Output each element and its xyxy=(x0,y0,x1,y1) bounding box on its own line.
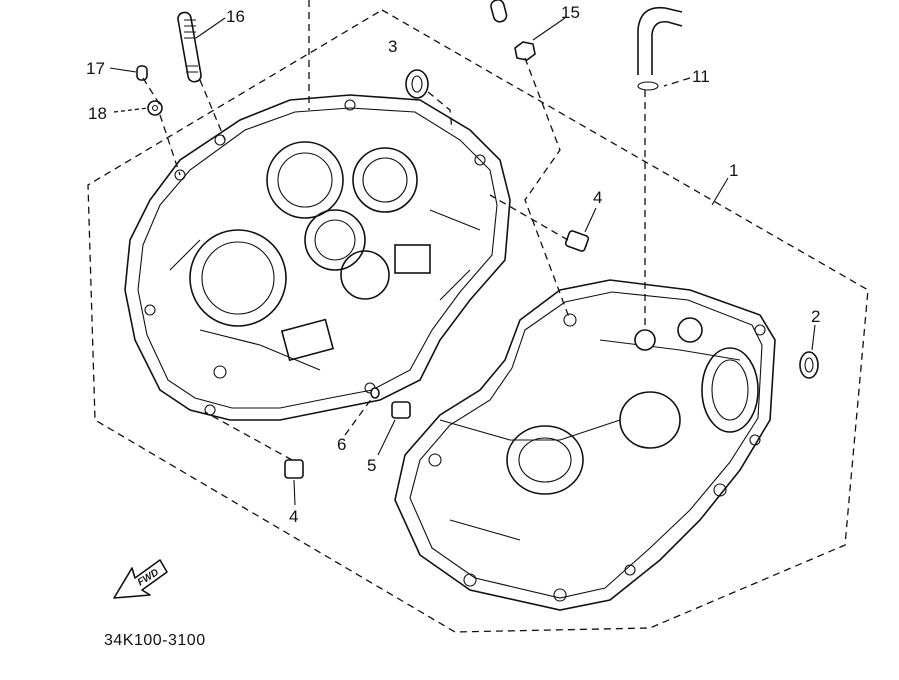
o-ring-6 xyxy=(370,387,380,399)
clip-11 xyxy=(637,81,659,91)
forward-arrow-icon: FWD xyxy=(113,559,168,599)
callout-15: 15 xyxy=(561,3,580,22)
callout-11: 11 xyxy=(692,67,710,86)
lower-crankcase xyxy=(394,279,776,611)
oil-seal-2 xyxy=(799,351,819,379)
breather-hose xyxy=(637,6,683,75)
upper-crankcase xyxy=(124,94,511,421)
callout-1: 1 xyxy=(729,161,738,180)
washer-18-hole xyxy=(151,104,159,112)
washer-18 xyxy=(147,100,163,116)
callout-16: 16 xyxy=(226,7,245,26)
dowel-17 xyxy=(136,65,148,81)
callout-6: 6 xyxy=(337,435,346,454)
callout-2: 2 xyxy=(811,307,820,326)
oil-seal-3-inner xyxy=(411,75,423,93)
callout-18: 18 xyxy=(88,104,107,123)
callout-4-upper: 4 xyxy=(593,188,602,207)
leader-lines xyxy=(109,0,816,506)
callout-3: 3 xyxy=(388,37,397,56)
stud-bolt-16 xyxy=(177,11,202,83)
oil-seal-2-inner xyxy=(804,357,814,373)
stud-bolt-top xyxy=(490,0,508,23)
callout-4-lower: 4 xyxy=(289,507,298,526)
oil-seal-3 xyxy=(405,69,429,99)
callout-17: 17 xyxy=(86,59,105,78)
nut-15 xyxy=(514,41,536,61)
dowel-4-lower xyxy=(284,459,304,479)
callout-5: 5 xyxy=(367,456,376,475)
assembly-boundary xyxy=(87,9,869,633)
diagram-code: 34K100-3100 xyxy=(104,632,206,649)
dowel-4-upper xyxy=(564,230,590,252)
dowel-5 xyxy=(391,401,411,419)
